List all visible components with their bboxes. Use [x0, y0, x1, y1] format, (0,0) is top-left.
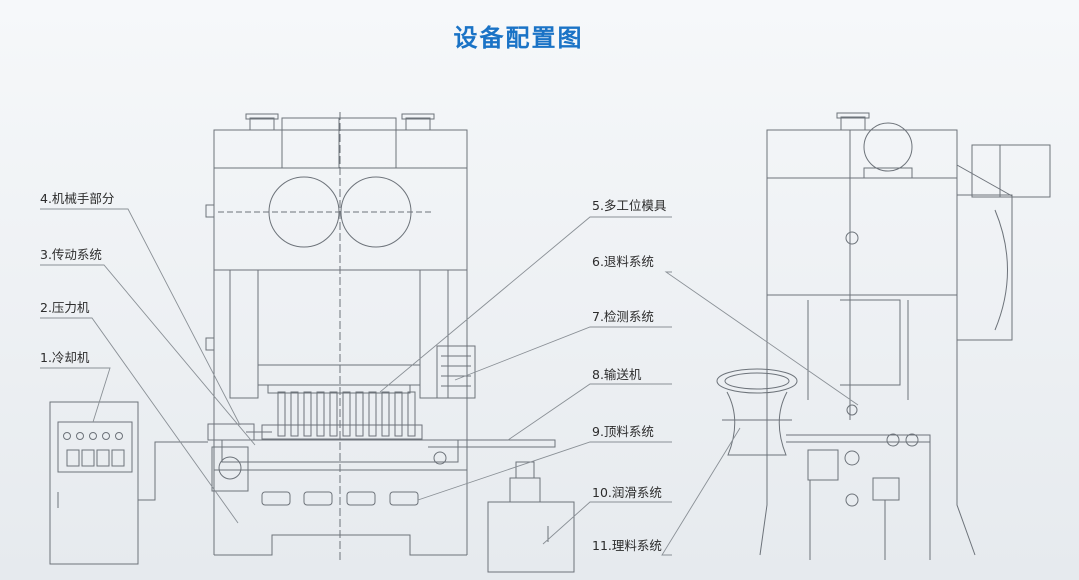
- cooling-machine: [49, 401, 208, 565]
- label-sorting-system: 11.理料系统: [592, 538, 662, 553]
- label-cooler: 1.冷却机: [40, 350, 90, 365]
- label-multi-station-die: 5.多工位模具: [592, 198, 667, 213]
- label-inspection-system: 7.检测系统: [592, 309, 654, 324]
- die-stations: [277, 391, 416, 437]
- label-press: 2.压力机: [40, 300, 90, 315]
- press-front-view: [205, 112, 556, 560]
- label-transmission-system: 3.传动系统: [40, 247, 102, 262]
- label-knockout-system: 9.顶料系统: [592, 424, 654, 439]
- label-conveyor: 8.输送机: [592, 367, 642, 382]
- page-title: 设备配置图: [453, 23, 584, 52]
- press-side-view: [716, 112, 1051, 560]
- label-lubrication-system: 10.润滑系统: [592, 485, 662, 500]
- lubrication-unit: [487, 461, 575, 573]
- leader-lines: [40, 208, 859, 556]
- label-ejection-system: 6.退料系统: [592, 254, 654, 269]
- feeder-bowl: [716, 368, 798, 456]
- label-robot-arm: 4.机械手部分: [40, 191, 115, 206]
